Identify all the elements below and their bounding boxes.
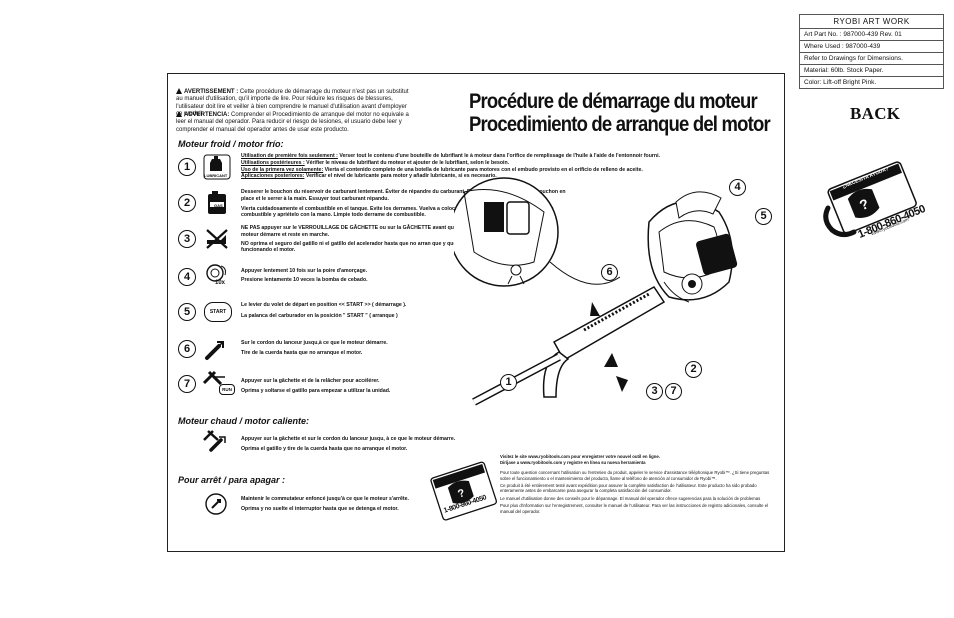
stop-step-fr: Maintenir le commutateur enfoncé jusqu'à… — [241, 496, 409, 502]
step-7-text: Appuyer sur la gâchette et de la relâche… — [241, 378, 471, 395]
warning-fr-label: AVERTISSEMENT : — [184, 89, 239, 95]
step-1-label-b: Utilisations postérieures : — [241, 159, 305, 166]
gas-can-icon — [203, 190, 231, 214]
callout-5: 5 — [755, 208, 772, 225]
info-register-es: Diríjase a www.ryobitools.com y registre… — [500, 459, 646, 465]
step-1-text-d: Verificar el nivel de lubricante para mo… — [305, 173, 497, 180]
warning-es: ADVERTENCIA: Comprender el Procedimiento… — [176, 111, 413, 134]
step-2-fr: Desserer le bouchon du réservoir de carb… — [241, 189, 566, 202]
artwork-material: Material: 60lb. Stock Paper. — [800, 65, 943, 77]
artwork-title: RYOBI ART WORK — [800, 15, 943, 29]
warning-triangle-icon — [176, 88, 182, 94]
info-more: Pour plus d'information sur l'enregistre… — [500, 503, 769, 514]
info-block: Visitez le site www.ryobitools.com pour … — [500, 454, 774, 514]
callout-1: 1 — [500, 374, 517, 391]
switch-off-icon — [204, 492, 232, 516]
step-1-text-c: Vierta el contenido completo de una bote… — [324, 166, 643, 173]
step-2-text: Desserer le bouchon du réservoir de carb… — [241, 189, 566, 219]
page-title-es: Procedimiento de arranque del motor — [469, 113, 771, 136]
step-6-text: Sur le cordon du lanceur jusqu,à ce que … — [241, 340, 471, 357]
warning-fr: AVERTISSEMENT : Cette procédure de démar… — [176, 88, 413, 118]
trimmer-engine-illustration — [449, 177, 738, 406]
section-hot-engine: Moteur chaud / motor caliente: — [178, 416, 310, 426]
step-3-text: NE PAS appuyer sur le VERROUILLAGE DE GÂ… — [241, 225, 471, 254]
step-7-fr: Appuyer sur la gâchette et de la relâche… — [241, 378, 380, 384]
hot-step-es: Oprima el gatillo y tire de la cuerda ha… — [241, 445, 408, 452]
info-tested: Ce produit à été entièrement testé avant… — [500, 483, 757, 494]
primer-bulb-icon — [203, 262, 231, 286]
warning-es-label: ADVERTENCIA: — [184, 112, 230, 118]
step-2-es: Vierta cuidadosamente el combustible en … — [241, 205, 554, 219]
step-number-6: 6 — [178, 340, 196, 358]
step-1-label-c: Uso de la primera vez solamente: — [241, 166, 324, 173]
step-1-label-a: Utilisation de première fois seulement : — [241, 153, 338, 159]
lubricant-label: LUBRICANT — [204, 173, 228, 178]
gas-label: GAS — [214, 203, 223, 208]
telephone-help-icon: ? — [823, 161, 917, 238]
step-4-es: Presione lentamente 10 veces la bomba de… — [241, 276, 368, 283]
section-cold-engine: Moteur froid / motor frío: — [178, 139, 284, 149]
callout-7: 7 — [665, 383, 682, 400]
info-register-fr: Visitez le site www.ryobitools.com pour … — [500, 454, 660, 459]
trigger-run-icon — [201, 369, 229, 393]
step-number-7: 7 — [178, 375, 196, 393]
no-trigger-lock-icon — [203, 226, 231, 250]
callout-3: 3 — [646, 383, 663, 400]
section-stop: Pour arrêt / para apagar : — [178, 475, 286, 485]
step-number-3: 3 — [178, 230, 196, 248]
page-title-fr: Procédure de démarrage du moteur — [469, 90, 758, 113]
artwork-color: Color: Lift-off Bright Pink. — [804, 79, 877, 86]
pull-cord-icon — [203, 336, 231, 360]
step-3-fr: NE PAS appuyer sur le VERROUILLAGE DE GÂ… — [241, 225, 463, 238]
step-3-es: NO oprima el seguro del gatillo ni el ga… — [241, 240, 463, 254]
hot-step-text: Appuyer sur la gâchette et sur le cordon… — [241, 436, 481, 453]
lubricant-bottle-icon — [203, 154, 231, 180]
callout-2: 2 — [685, 361, 702, 378]
step-number-5: 5 — [178, 303, 196, 321]
trigger-pull-icon — [201, 428, 229, 452]
step-6-fr: Sur le cordon du lanceur jusqu,à ce que … — [241, 340, 388, 346]
step-4-fr: Appuyer lentement 10 fois sur la poire d… — [241, 268, 368, 274]
warning-fr-text: Cette procédure de démarrage du moteur n… — [176, 89, 409, 117]
info-questions: Pour toute question concernant l'utilisa… — [500, 470, 770, 481]
helpline-sign-small: ? 1-800-860-4050 — [430, 461, 498, 523]
artwork-part-no: Art Part No. : 987000-439 Rev. 01 — [800, 29, 943, 41]
artwork-refer: Refer to Drawings for Dimensions. — [800, 53, 943, 65]
artwork-where-used: Where Used : 987000-439 — [800, 41, 943, 53]
step-5-es: La palanca del carburador en la posición… — [241, 312, 398, 319]
info-troubleshooting: Le manuel d'utilisation donne des consei… — [500, 495, 761, 501]
step-1-text-a: Verser tout le contenu d'une bouteille d… — [339, 153, 660, 159]
step-1-label-d: Aplicaciones posteriores: — [241, 173, 305, 180]
callout-6: 6 — [601, 264, 618, 281]
step-1-text: Utilisation de première fois seulement :… — [241, 153, 661, 180]
step-number-4: 4 — [178, 268, 196, 286]
trimmer-diagram — [449, 162, 764, 424]
step-1-text-b: Vérifier le niveau de lubrifiant du mote… — [306, 159, 510, 166]
primer-count-label: 10x — [215, 280, 226, 286]
artwork-info-box: RYOBI ART WORK Art Part No. : 987000-439… — [799, 14, 944, 89]
step-4-text: Appuyer lentement 10 fois sur la poire d… — [241, 268, 471, 284]
warning-es-text: Comprender el Procedimiento de arranque … — [176, 112, 409, 133]
step-7-es: Oprima y soltarse el gatillo para empeza… — [241, 387, 391, 394]
helpline-sign-large: ? BESOIN D'AIDE? ¿NECESITA AYUDA? 1-800-… — [820, 160, 927, 241]
hot-step-fr: Appuyer sur la gâchette et sur le cordon… — [241, 436, 456, 442]
step-5-text: Le levier du volet de départ en position… — [241, 302, 471, 320]
back-label: BACK — [850, 104, 901, 123]
stop-step-es: Oprima y no suelte el interruptor hasta … — [241, 505, 399, 512]
instruction-sheet: AVERTISSEMENT : Cette procédure de démar… — [167, 73, 785, 552]
telephone-help-icon: ? — [430, 461, 497, 521]
run-label: RUN — [219, 384, 235, 395]
callout-4: 4 — [729, 179, 746, 196]
step-number-1: 1 — [178, 158, 196, 176]
warning-triangle-icon — [176, 111, 182, 117]
stop-step-text: Maintenir le commutateur enfoncé jusqu'à… — [241, 496, 471, 513]
svg-text:?: ? — [456, 487, 466, 501]
start-choke-icon: START — [204, 302, 232, 322]
step-5-fr: Le levier du volet de départ en position… — [241, 302, 407, 308]
step-6-es: Tire de la cuerda hasta que no arranque … — [241, 349, 363, 356]
step-number-2: 2 — [178, 194, 196, 212]
